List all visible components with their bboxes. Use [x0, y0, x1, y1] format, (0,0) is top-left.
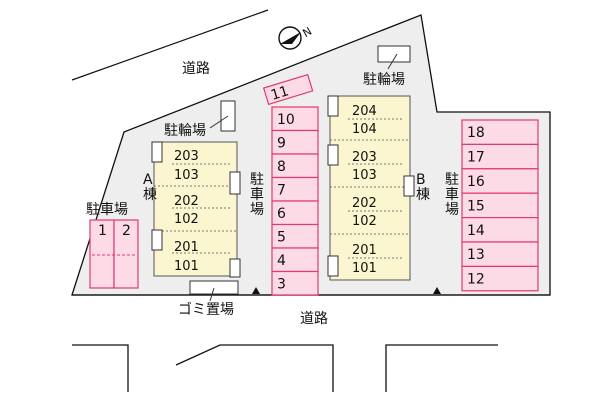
parking-slot-15-label: 15 — [467, 198, 485, 214]
bike-parking-right-label: 駐輪場 — [363, 71, 405, 88]
parking-slot-1-label: 1 — [98, 223, 107, 239]
parking-slot-13 — [461, 241, 539, 267]
parking-slot-16 — [461, 168, 539, 194]
parking-slot-5-label: 5 — [277, 229, 286, 245]
building-a-door-2 — [151, 229, 163, 251]
unit-b-102: 102 — [352, 214, 377, 229]
building-a-door-4 — [229, 258, 241, 278]
parking-left: 1 2 — [89, 219, 139, 289]
building-b: 204 104 203 103 202 102 201 101 — [327, 95, 415, 281]
unit-a-101: 101 — [174, 259, 199, 274]
road-edge-top — [71, 9, 269, 81]
parking-slot-18 — [461, 119, 539, 145]
building-b-door-4 — [403, 175, 415, 197]
bike-parking-right-area — [377, 45, 411, 63]
building-b-body — [329, 95, 411, 281]
building-b-door-1 — [327, 95, 339, 117]
entrance-marker-right — [433, 287, 441, 294]
unit-a-103: 103 — [174, 168, 199, 183]
parking-right-label: 駐車場 — [445, 172, 459, 218]
unit-b-104: 104 — [352, 122, 377, 137]
parking-slot-3 — [271, 270, 319, 296]
unit-a-202: 202 — [174, 194, 199, 209]
road-label-bottom: 道路 — [300, 311, 328, 327]
parking-slot-7-label: 7 — [277, 182, 286, 198]
parking-slot-17-label: 17 — [467, 150, 485, 166]
bike-parking-left-leader — [209, 115, 229, 129]
unit-b-204: 204 — [352, 104, 377, 119]
road-label-top: 道路 — [182, 61, 210, 77]
parking-slot-10-label: 10 — [277, 112, 295, 128]
garbage-area — [189, 280, 239, 295]
parking-slot-9-label: 9 — [277, 135, 286, 151]
neighbor-lot-left — [72, 344, 129, 392]
unit-b-202: 202 — [352, 196, 377, 211]
parking-slot-13-label: 13 — [467, 247, 485, 263]
parking-slot-4-label: 4 — [277, 253, 286, 269]
parking-slot-6-label: 6 — [277, 206, 286, 222]
unit-a-203: 203 — [174, 149, 199, 164]
parking-slot-12-label: 12 — [467, 272, 485, 288]
parking-slot-1 — [89, 219, 115, 289]
unit-b-203: 203 — [352, 150, 377, 165]
neighbor-lot-right — [385, 344, 498, 392]
parking-slot-18-label: 18 — [467, 125, 485, 141]
parking-slot-17 — [461, 143, 539, 170]
unit-b-103: 103 — [352, 168, 377, 183]
unit-b-101: 101 — [352, 261, 377, 276]
building-a-door-1 — [151, 141, 163, 163]
parking-right: 18 17 16 15 14 13 12 — [461, 119, 539, 292]
parking-center: 11 10 9 8 7 6 5 4 3 — [262, 73, 319, 296]
compass-north-icon: N — [278, 25, 315, 50]
bike-parking-left-label: 駐輪場 — [164, 122, 206, 139]
parking-slot-2-label: 2 — [122, 223, 131, 239]
parking-slot-3-label: 3 — [277, 276, 286, 292]
neighbor-lot-middle — [175, 344, 334, 392]
parking-slot-12 — [461, 265, 539, 292]
parking-slot-11-label: 11 — [269, 83, 291, 104]
parking-slot-14-label: 14 — [467, 223, 485, 239]
unit-a-201: 201 — [174, 240, 199, 255]
garbage-leader — [209, 287, 215, 302]
building-a-body — [153, 141, 238, 277]
parking-slot-8-label: 8 — [277, 159, 286, 175]
parking-center-label: 駐車場 — [250, 172, 264, 218]
garbage-label: ゴミ置場 — [178, 301, 234, 318]
building-b-door-2 — [327, 144, 339, 166]
unit-a-102: 102 — [174, 212, 199, 227]
parking-slot-16-label: 16 — [467, 174, 485, 190]
unit-b-201: 201 — [352, 243, 377, 258]
building-a: 203 103 202 102 201 101 — [151, 141, 241, 278]
bike-parking-right-leader — [387, 53, 398, 70]
building-a-door-3 — [229, 171, 241, 195]
parking-slot-2 — [113, 219, 139, 289]
parking-slot-11: 11 — [262, 73, 314, 106]
parking-left-label: 駐車場 — [86, 201, 128, 218]
parking-slot-15 — [461, 192, 539, 219]
entrance-marker-left — [252, 287, 260, 294]
compass-label: N — [301, 25, 315, 40]
building-b-door-3 — [327, 255, 339, 277]
parking-slot-14 — [461, 217, 539, 243]
